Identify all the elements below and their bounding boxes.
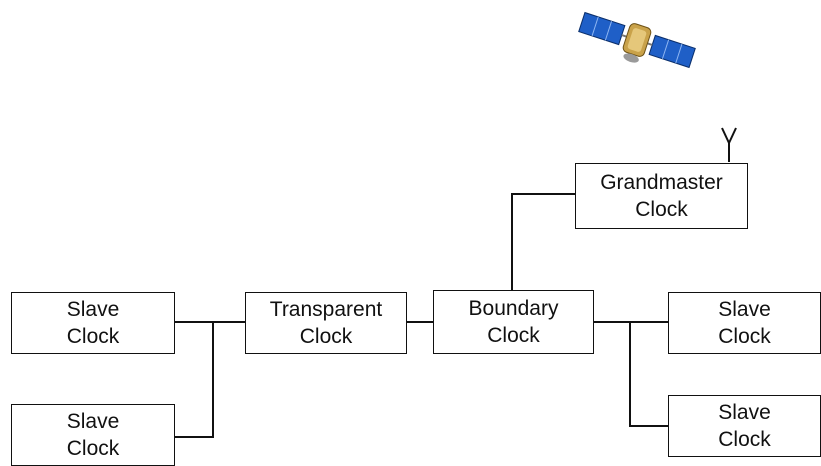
- slave-clock-right-bottom-line1: Slave: [718, 401, 771, 424]
- grandmaster-clock-box: Grandmaster Clock: [575, 163, 748, 229]
- transparent-clock-line2: Clock: [299, 325, 353, 348]
- slave-clock-right-top-line1: Slave: [718, 298, 771, 321]
- line-boundary-to-grandmaster: [511, 193, 575, 290]
- slave-clock-left-top-box: Slave Clock: [11, 292, 175, 354]
- antenna-icon: [721, 127, 737, 162]
- slave-clock-right-bottom-box: Slave Clock: [668, 395, 821, 457]
- transparent-clock-line1: Transparent: [269, 298, 383, 321]
- boundary-clock-line1: Boundary: [468, 297, 559, 320]
- slave-clock-left-top-line2: Clock: [66, 325, 120, 348]
- grandmaster-clock-line2: Clock: [635, 198, 688, 221]
- slave-clock-right-top-line2: Clock: [718, 325, 771, 348]
- satellite-icon: [578, 11, 696, 69]
- slave-clock-left-bottom-box: Slave Clock: [11, 404, 175, 466]
- slave-clock-left-bottom-line2: Clock: [66, 437, 120, 460]
- slave-clock-left-bottom-line1: Slave: [66, 410, 120, 433]
- slave-clock-right-bottom-line2: Clock: [718, 428, 771, 451]
- line-slave-left-bottom-to-transparent: [175, 322, 214, 438]
- grandmaster-clock-line1: Grandmaster: [600, 171, 723, 194]
- transparent-clock-box: Transparent Clock: [245, 292, 407, 354]
- slave-clock-right-top-box: Slave Clock: [668, 292, 821, 354]
- slave-clock-left-top-line1: Slave: [66, 298, 120, 321]
- line-boundary-to-slave-right-bottom: [629, 322, 668, 427]
- boundary-clock-line2: Clock: [487, 324, 540, 347]
- boundary-clock-box: Boundary Clock: [433, 290, 594, 354]
